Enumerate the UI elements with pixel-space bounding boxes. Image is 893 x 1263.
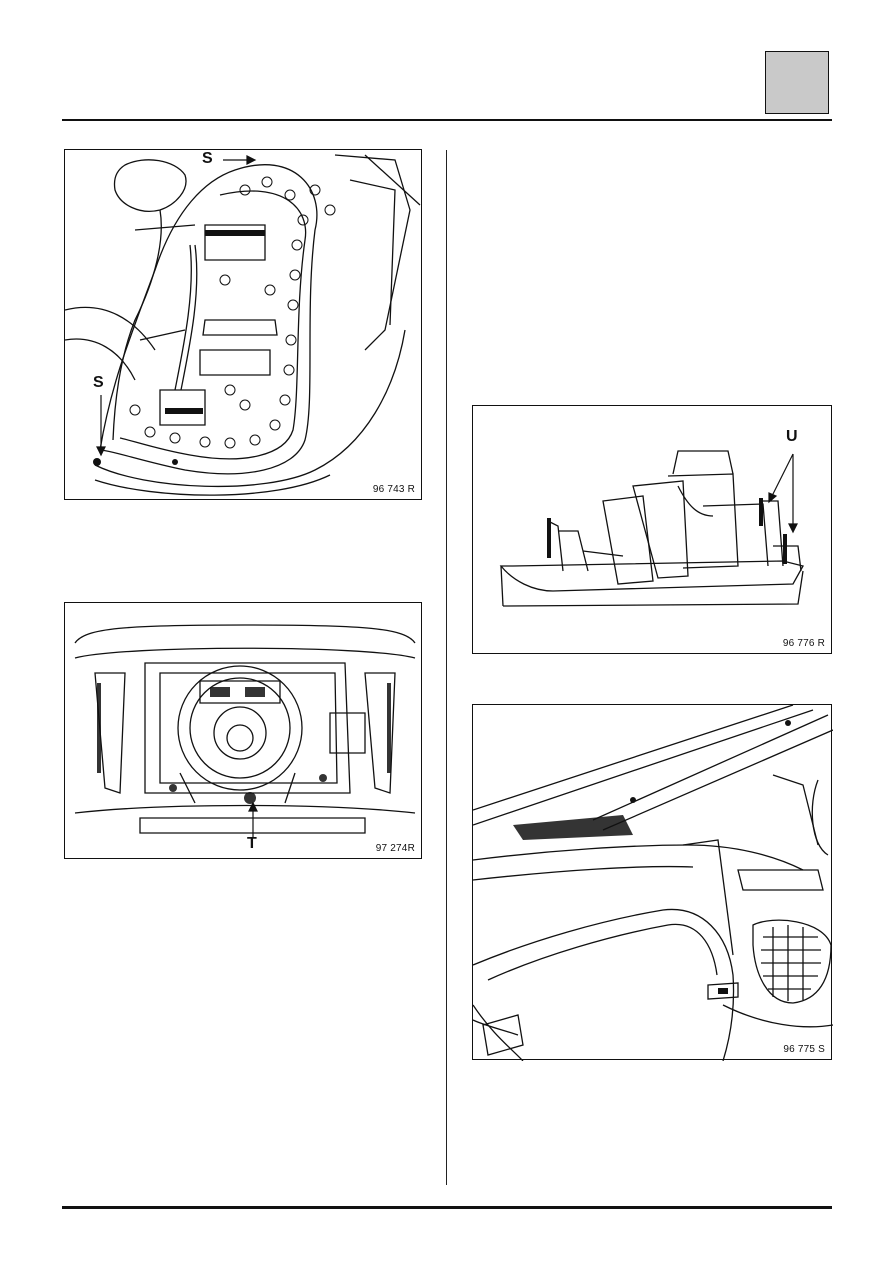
steering-column-drawing (74, 624, 416, 838)
figure-cover-clips: U 96 776 R (472, 405, 832, 654)
header-rule (62, 119, 832, 121)
instrument-panel-drawing (65, 154, 421, 496)
cover-clips-drawing (499, 450, 804, 607)
column-divider (446, 150, 447, 1185)
dashboard-drawing (473, 705, 833, 1061)
callout-t: T (247, 835, 257, 852)
figure-code: 97 274R (375, 843, 415, 854)
figure-code: 96 775 S (783, 1044, 825, 1055)
figure-dashboard: 96 775 S (472, 704, 833, 1061)
section-tab-box (765, 51, 829, 114)
callout-s-left: S (93, 374, 104, 391)
figure-code: 96 776 R (782, 638, 825, 649)
figure-instrument-panel: S S 96 743 R (64, 149, 422, 500)
figure-steering-column: T 97 274R (64, 602, 422, 859)
callout-s-top: S (202, 150, 213, 167)
callout-u: U (786, 428, 798, 445)
figure-code: 96 743 R (372, 484, 415, 495)
footer-rule (62, 1206, 832, 1209)
